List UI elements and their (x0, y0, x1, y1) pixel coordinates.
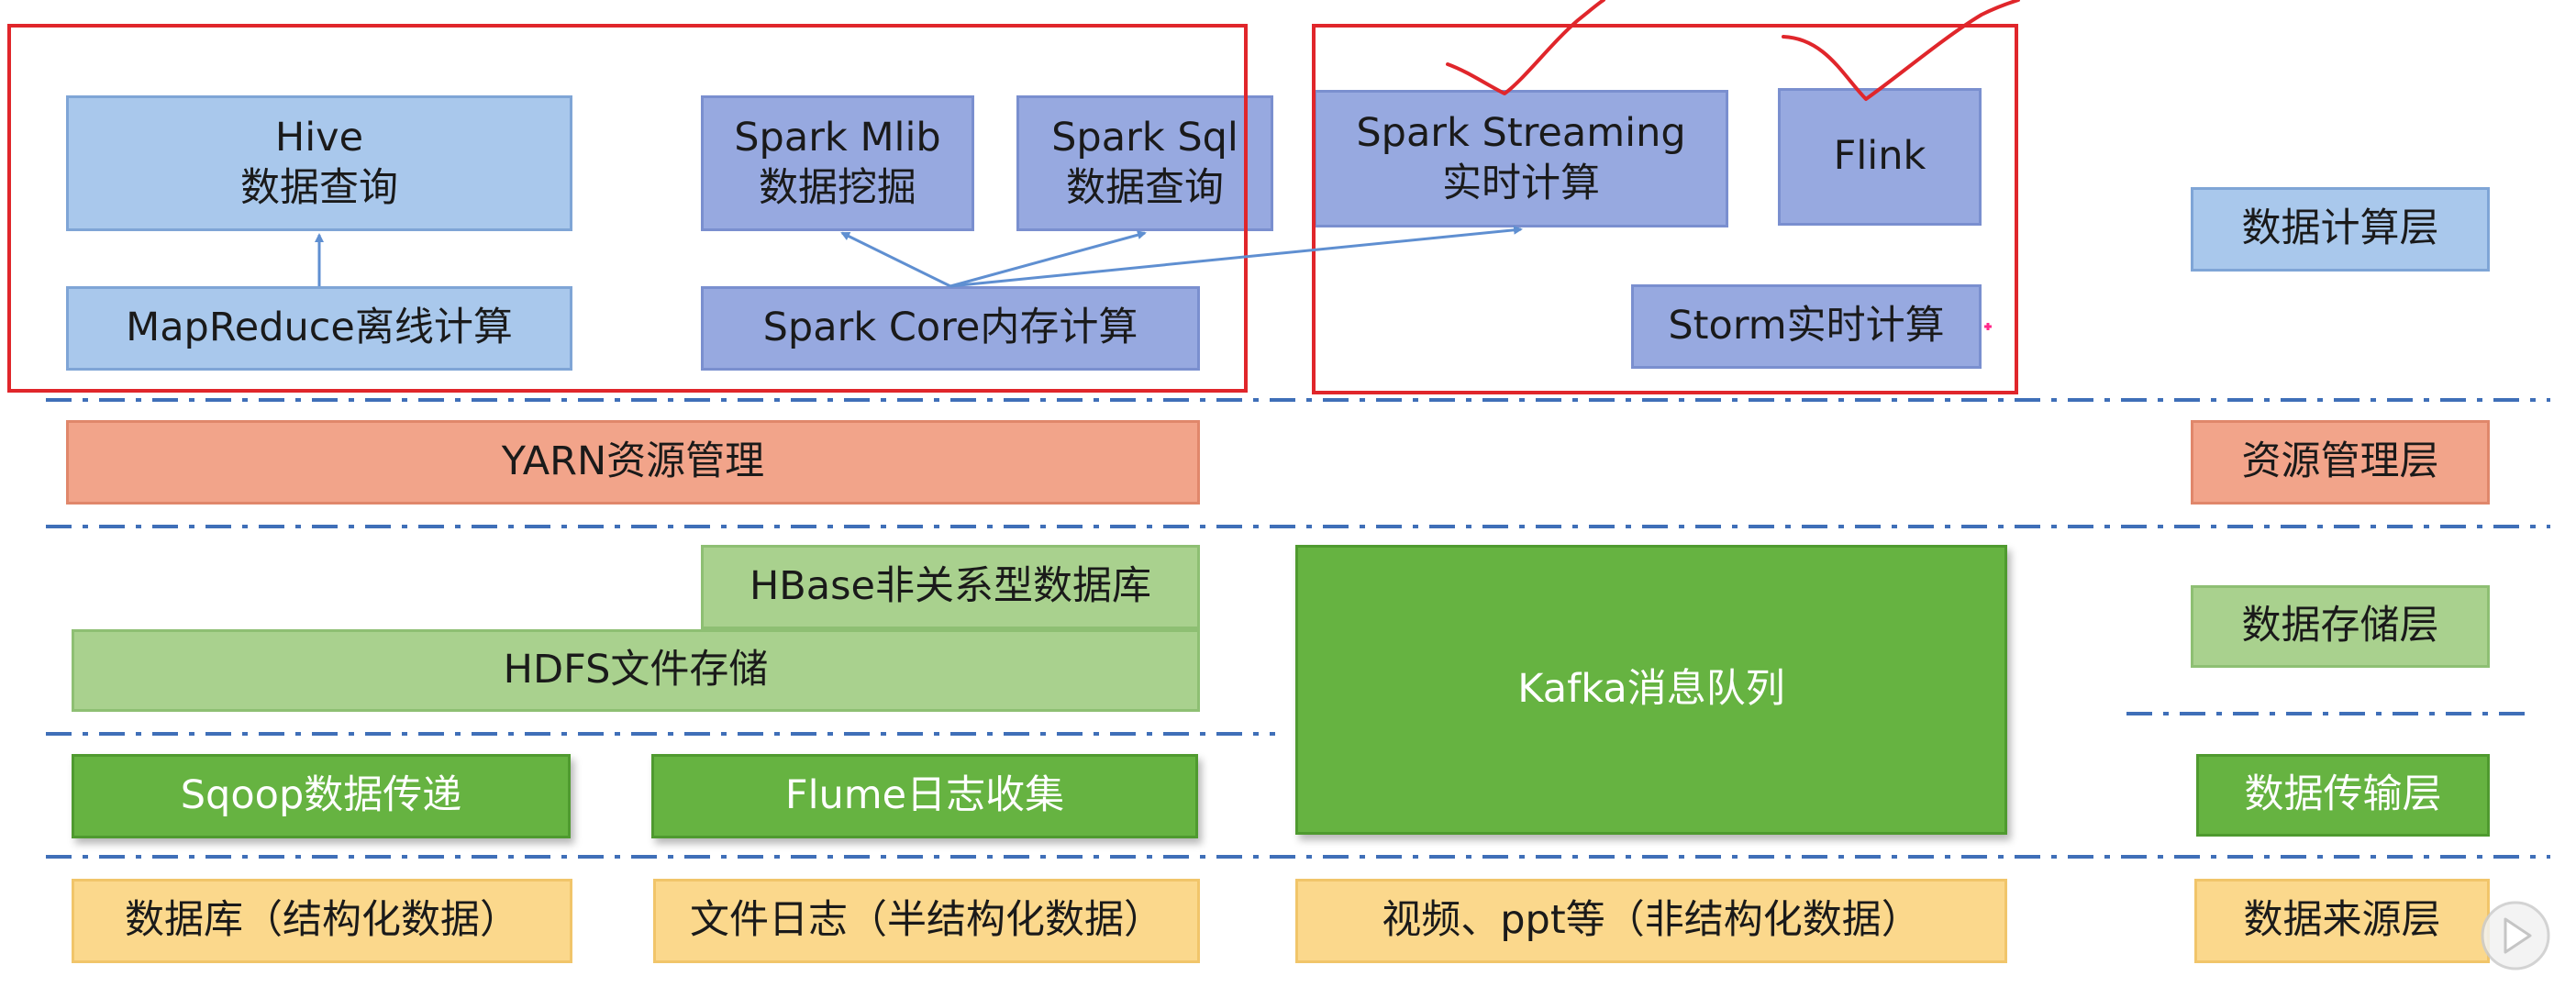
mapreduce-box: MapReduce离线计算 (66, 286, 572, 371)
hdfs-label: HDFS文件存储 (503, 647, 769, 693)
layer-label-source-text: 数据来源层 (2243, 897, 2441, 944)
layer-label-compute: 数据计算层 (2191, 187, 2490, 272)
hive-subtitle: 数据查询 (240, 165, 398, 211)
annotation-frame-realtime (1312, 24, 2018, 394)
media-source-label: 视频、ppt等（非结构化数据） (1382, 897, 1921, 944)
flink-label: Flink (1833, 133, 1926, 180)
hive-box: Hive 数据查询 (66, 95, 572, 231)
spark-sql-subtitle: 数据查询 (1066, 165, 1224, 211)
hbase-box: HBase非关系型数据库 (701, 545, 1200, 629)
plus-mark (1984, 323, 1992, 330)
sqoop-label: Sqoop数据传递 (180, 772, 462, 819)
spark-core-label: Spark Core内存计算 (762, 305, 1138, 351)
spark-mlib-title: Spark Mlib (734, 114, 941, 161)
spark-mlib-subtitle: 数据挖掘 (759, 165, 916, 211)
spark-mlib-box: Spark Mlib 数据挖掘 (701, 95, 974, 231)
kafka-box: Kafka消息队列 (1295, 545, 2007, 835)
storm-label: Storm实时计算 (1668, 303, 1945, 349)
arrow-core-to-streaming (949, 225, 1523, 288)
annotation-frame-offline (7, 24, 1248, 393)
flink-box: Flink (1778, 88, 1982, 226)
check-mark-spark-streaming (1446, 0, 1605, 95)
mapreduce-label: MapReduce离线计算 (126, 305, 513, 351)
media-source-box: 视频、ppt等（非结构化数据） (1295, 879, 2007, 963)
spark-streaming-subtitle: 实时计算 (1442, 161, 1600, 206)
database-source-label: 数据库（结构化数据） (125, 897, 519, 944)
layer-label-source: 数据来源层 (2194, 879, 2490, 963)
flume-box: Flume日志收集 (651, 754, 1198, 838)
spark-sql-box: Spark Sql 数据查询 (1016, 95, 1273, 231)
layer-label-compute-text: 数据计算层 (2241, 205, 2439, 252)
spark-streaming-title: Spark Streaming (1356, 109, 1686, 156)
yarn-box: YARN资源管理 (66, 420, 1200, 505)
log-source-label: 文件日志（半结构化数据） (690, 897, 1163, 944)
layer-label-transfer: 数据传输层 (2196, 754, 2490, 837)
arrow-core-to-mlib (840, 231, 951, 288)
layer-label-resource: 资源管理层 (2191, 420, 2490, 505)
layer-label-transfer-text: 数据传输层 (2244, 771, 2442, 818)
log-source-box: 文件日志（半结构化数据） (653, 879, 1200, 963)
spark-sql-title: Spark Sql (1051, 114, 1238, 161)
database-source-box: 数据库（结构化数据） (72, 879, 572, 963)
storm-box: Storm实时计算 (1631, 284, 1982, 369)
play-icon (2481, 901, 2550, 970)
sqoop-box: Sqoop数据传递 (72, 754, 571, 838)
flume-label: Flume日志收集 (784, 772, 1065, 819)
check-mark-flink (1782, 0, 2020, 101)
layer-label-storage: 数据存储层 (2191, 585, 2490, 668)
kafka-label: Kafka消息队列 (1517, 666, 1785, 713)
layer-label-resource-text: 资源管理层 (2241, 438, 2439, 485)
yarn-label: YARN资源管理 (501, 438, 765, 485)
hive-title: Hive (274, 114, 364, 161)
hdfs-box: HDFS文件存储 (72, 629, 1200, 712)
arrow-core-to-sql (949, 230, 1147, 288)
layer-label-storage-text: 数据存储层 (2241, 603, 2439, 649)
spark-core-box: Spark Core内存计算 (701, 286, 1200, 371)
hbase-label: HBase非关系型数据库 (749, 563, 1152, 610)
